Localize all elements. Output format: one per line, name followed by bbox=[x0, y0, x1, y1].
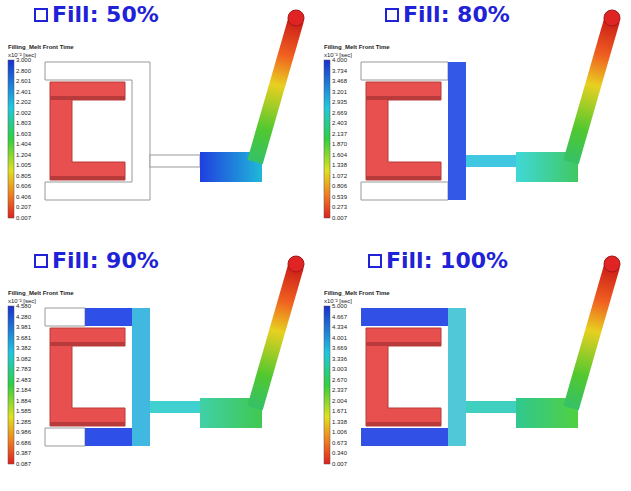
legend-value: 3.468 bbox=[332, 78, 347, 84]
legend-title: Filling_Melt Front Time bbox=[324, 290, 390, 296]
legend-value: 4.667 bbox=[332, 314, 347, 320]
legend-value: 0.007 bbox=[16, 215, 31, 221]
legend-value: 0.673 bbox=[332, 440, 347, 446]
legend-value: 2.483 bbox=[16, 377, 31, 383]
legend-value: 1.603 bbox=[16, 131, 31, 137]
legend-value: 0.805 bbox=[16, 173, 31, 179]
legend-value: 5.000 bbox=[332, 303, 347, 309]
legend-value: 2.184 bbox=[16, 387, 31, 393]
panel-title: Fill: 100% bbox=[386, 250, 508, 272]
legend-value: 2.002 bbox=[16, 110, 31, 116]
legend-value: 1.204 bbox=[16, 152, 31, 158]
legend-value: 2.403 bbox=[332, 120, 347, 126]
panel-50 bbox=[8, 9, 304, 218]
legend-value: 2.935 bbox=[332, 99, 347, 105]
legend-value: 1.585 bbox=[16, 408, 31, 414]
panel-title: Fill: 80% bbox=[403, 4, 510, 26]
legend-value: 1.338 bbox=[332, 162, 347, 168]
legend-title: Filling_Melt Front Time bbox=[324, 44, 390, 50]
panel-90 bbox=[8, 255, 304, 464]
legend-title: Filling_Melt Front Time bbox=[8, 44, 74, 50]
legend-value: 1.884 bbox=[16, 398, 31, 404]
legend-value: 3.082 bbox=[16, 356, 31, 362]
legend-value: 1.005 bbox=[16, 162, 31, 168]
legend-value: 3.981 bbox=[16, 324, 31, 330]
legend-value: 1.285 bbox=[16, 419, 31, 425]
legend-value: 1.671 bbox=[332, 408, 347, 414]
legend-value: 3.003 bbox=[332, 366, 347, 372]
legend-value: 0.806 bbox=[332, 183, 347, 189]
legend-value: 3.669 bbox=[332, 345, 347, 351]
legend-value: 1.006 bbox=[332, 429, 347, 435]
legend-value: 1.338 bbox=[332, 419, 347, 425]
legend-value: 4.000 bbox=[332, 57, 347, 63]
legend-value: 0.606 bbox=[16, 183, 31, 189]
legend-value: 2.337 bbox=[332, 387, 347, 393]
legend-value: 0.007 bbox=[332, 215, 347, 221]
legend-value: 0.273 bbox=[332, 204, 347, 210]
legend-value: 3.000 bbox=[16, 57, 31, 63]
legend-value: 0.539 bbox=[332, 194, 347, 200]
panel-100 bbox=[324, 255, 620, 464]
legend-value: 0.087 bbox=[16, 461, 31, 467]
legend-value: 3.734 bbox=[332, 68, 347, 74]
legend-value: 1.870 bbox=[332, 141, 347, 147]
legend-value: 0.007 bbox=[332, 461, 347, 467]
legend-value: 3.336 bbox=[332, 356, 347, 362]
legend-value: 2.670 bbox=[332, 377, 347, 383]
legend-value: 3.201 bbox=[332, 89, 347, 95]
legend-value: 2.601 bbox=[16, 78, 31, 84]
legend-value: 0.387 bbox=[16, 450, 31, 456]
legend-value: 0.686 bbox=[16, 440, 31, 446]
legend-value: 2.202 bbox=[16, 99, 31, 105]
legend-value: 2.401 bbox=[16, 89, 31, 95]
legend-value: 1.803 bbox=[16, 120, 31, 126]
legend-value: 0.207 bbox=[16, 204, 31, 210]
legend-value: 2.004 bbox=[332, 398, 347, 404]
panel-title: Fill: 50% bbox=[52, 4, 159, 26]
legend-title: Filling_Melt Front Time bbox=[8, 290, 74, 296]
legend-value: 4.334 bbox=[332, 324, 347, 330]
legend-value: 1.604 bbox=[332, 152, 347, 158]
legend-value: 0.406 bbox=[16, 194, 31, 200]
legend-value: 1.072 bbox=[332, 173, 347, 179]
legend-value: 4.001 bbox=[332, 335, 347, 341]
panel-title: Fill: 90% bbox=[52, 250, 159, 272]
legend-value: 3.382 bbox=[16, 345, 31, 351]
legend-value: 2.137 bbox=[332, 131, 347, 137]
panel-80 bbox=[324, 9, 620, 218]
legend-value: 0.986 bbox=[16, 429, 31, 435]
legend-value: 4.580 bbox=[16, 303, 31, 309]
legend-value: 1.404 bbox=[16, 141, 31, 147]
legend-value: 4.280 bbox=[16, 314, 31, 320]
legend-value: 3.681 bbox=[16, 335, 31, 341]
legend-value: 2.669 bbox=[332, 110, 347, 116]
legend-value: 0.340 bbox=[332, 450, 347, 456]
legend-value: 2.800 bbox=[16, 68, 31, 74]
legend-value: 2.783 bbox=[16, 366, 31, 372]
